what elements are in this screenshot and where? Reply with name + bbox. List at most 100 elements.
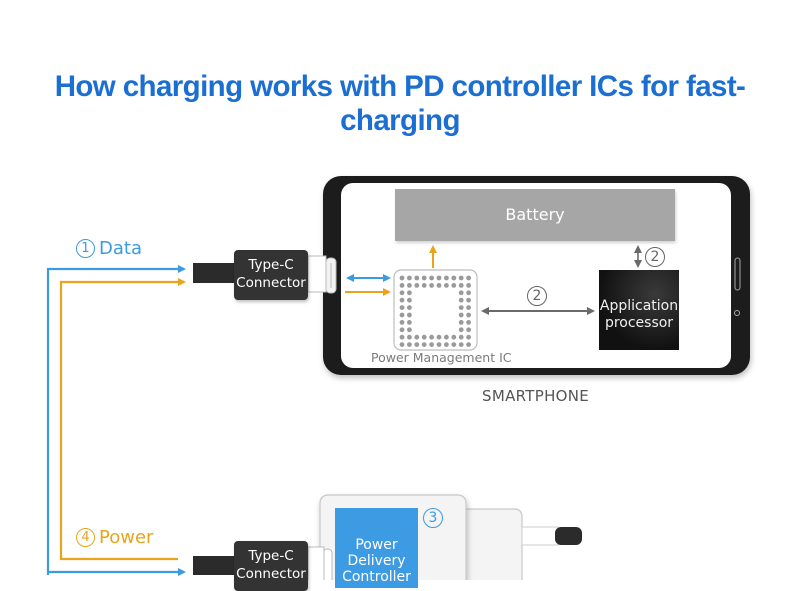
- pmic-pin: [429, 275, 434, 281]
- battery-block: Battery: [395, 189, 675, 241]
- pmic-pin: [458, 320, 464, 325]
- pmic-pin: [466, 297, 471, 303]
- pmic-pin: [414, 283, 420, 288]
- pmic-pin: [407, 297, 412, 303]
- pmic-pin: [458, 342, 464, 347]
- pmic-pin: [414, 275, 420, 281]
- ap-label-line2: processor: [604, 315, 674, 331]
- pmic-pin: [458, 305, 464, 310]
- data-flow-text: Data: [99, 238, 142, 259]
- plug-prong-tip: [555, 527, 582, 545]
- pmic-pin: [407, 327, 412, 333]
- pmic-pin: [458, 334, 464, 340]
- pmic-pin: [407, 305, 412, 310]
- pmic-pins: [399, 275, 471, 347]
- pmic-pin: [458, 283, 464, 288]
- pmic-pin: [407, 283, 412, 288]
- connector-label-line2: Connector: [236, 566, 306, 582]
- data-line: [46, 265, 186, 575]
- cable-stub-bottom: [193, 556, 235, 575]
- pmic-pin: [421, 275, 427, 281]
- pmic-pin: [407, 342, 412, 347]
- pmic-pin: [399, 320, 405, 325]
- pmic-pin: [421, 334, 427, 340]
- pmic-pin: [444, 342, 449, 347]
- pd-label-line1: Power: [355, 537, 398, 553]
- connector-label-line2: Connector: [236, 275, 306, 291]
- pd-controller-block: Power Delivery Controller: [335, 508, 418, 588]
- pmic-pin: [407, 275, 412, 281]
- pmic-pin: [466, 312, 471, 318]
- ap-label-line1: Application: [599, 298, 679, 314]
- pmic-pin: [407, 312, 412, 318]
- phone-type-c-connector: Type-C Connector: [234, 250, 308, 300]
- pmic-pin: [414, 334, 420, 340]
- charger-back: [465, 508, 523, 580]
- pmic-chip: [393, 269, 478, 351]
- pmic-pin: [466, 327, 471, 333]
- pmic-pin: [466, 290, 471, 296]
- pmic-pin: [399, 327, 405, 333]
- pmic-pin: [429, 342, 434, 347]
- pmic-pin: [451, 275, 457, 281]
- pmic-pin: [421, 283, 427, 288]
- pmic-pin: [407, 290, 412, 296]
- pmic-pin: [407, 320, 412, 325]
- cable-stub-top: [193, 263, 235, 283]
- connector-label-line1: Type-C: [248, 257, 294, 273]
- pmic-pin: [399, 297, 405, 303]
- pmic-pin: [429, 283, 434, 288]
- pmic-pin: [458, 290, 464, 296]
- pmic-pin: [466, 275, 471, 281]
- application-processor-block: Application processor: [599, 270, 679, 350]
- pmic-pin: [458, 327, 464, 333]
- pmic-pin: [466, 342, 471, 347]
- pmic-pin: [407, 334, 412, 340]
- plug-top: [307, 255, 327, 293]
- pmic-pin: [399, 334, 405, 340]
- pmic-pin: [421, 342, 427, 347]
- plug-bottom: [307, 546, 325, 580]
- step-4-badge: 4: [76, 528, 95, 547]
- smartphone-label: SMARTPHONE: [482, 387, 590, 405]
- step-1-badge: 1: [76, 239, 95, 258]
- pmic-pin: [466, 334, 471, 340]
- pmic-pin: [451, 334, 457, 340]
- speaker-slot: [734, 257, 741, 291]
- pd-label-line3: Controller: [342, 569, 411, 585]
- pmic-pin: [466, 283, 471, 288]
- pmic-pin: [436, 275, 442, 281]
- diagram-title: How charging works with PD controller IC…: [54, 70, 746, 137]
- pmic-pin: [399, 305, 405, 310]
- charger-type-c-connector: Type-C Connector: [234, 541, 308, 591]
- pmic-pin: [458, 312, 464, 318]
- pmic-pin: [444, 275, 449, 281]
- pmic-pin: [399, 342, 405, 347]
- pmic-pin: [466, 305, 471, 310]
- sensor-dot: [734, 310, 740, 316]
- pmic-pin: [399, 283, 405, 288]
- pmic-pin: [399, 290, 405, 296]
- pmic-pin: [444, 334, 449, 340]
- pmic-pin: [458, 275, 464, 281]
- connector-label-line1: Type-C: [248, 548, 294, 564]
- pmic-pin: [466, 320, 471, 325]
- pmic-pin: [444, 283, 449, 288]
- power-line: [59, 278, 186, 561]
- pmic-pin: [414, 342, 420, 347]
- step-2-badge-ap-battery: 2: [645, 247, 665, 267]
- pmic-pin: [399, 312, 405, 318]
- pmic-pin: [451, 342, 457, 347]
- pmic-pin: [451, 283, 457, 288]
- plug-prong-white: [521, 526, 559, 546]
- pmic-pin: [399, 275, 405, 281]
- pmic-pin: [436, 334, 442, 340]
- pmic-pin: [436, 342, 442, 347]
- pmic-pin: [429, 334, 434, 340]
- step-2-badge-pmic-ap: 2: [527, 286, 547, 306]
- power-flow-text: Power: [99, 527, 154, 548]
- step-3-badge: 3: [423, 508, 443, 528]
- pmic-pin: [436, 283, 442, 288]
